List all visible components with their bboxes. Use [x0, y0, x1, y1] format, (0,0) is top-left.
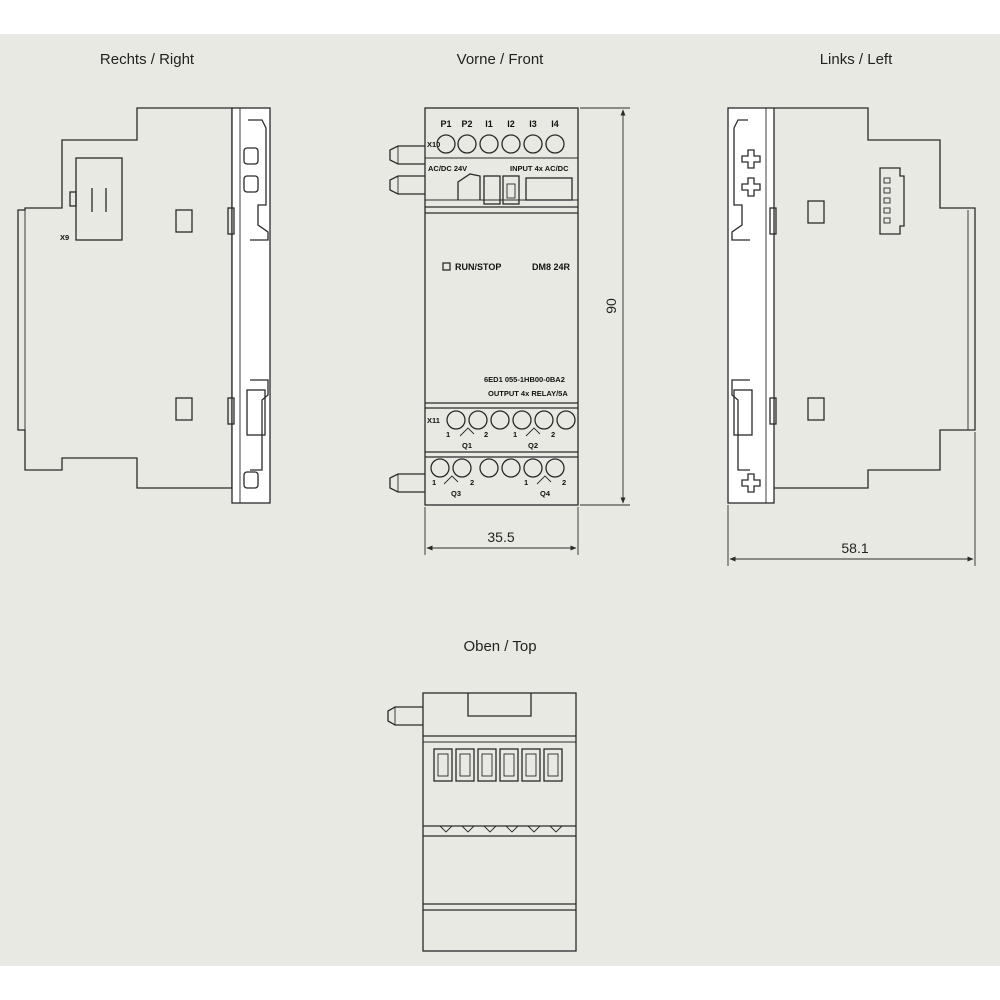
terminal-block — [433, 748, 453, 782]
top-housing — [422, 692, 577, 952]
model-label: DM8 24R — [532, 262, 571, 272]
plus-mark-icon — [741, 149, 761, 169]
front-view-title: Vorne / Front — [457, 51, 545, 68]
terminal-label-p2: P2 — [461, 119, 472, 129]
terminal-label-i2: I2 — [507, 119, 515, 129]
terminal-label-i4: I4 — [551, 119, 559, 129]
right-latch-lower — [175, 397, 193, 421]
left-side-view — [727, 107, 976, 504]
terminal-label-p1: P1 — [440, 119, 451, 129]
x10-label: X10 — [427, 140, 440, 149]
terminal-screw — [430, 458, 450, 478]
top-view-title: Oben / Top — [463, 638, 536, 655]
left-view-title: Links / Left — [820, 51, 893, 68]
q3-contact-1: 1 — [432, 478, 436, 487]
terminal-screw — [457, 134, 477, 154]
terminal-screw — [468, 410, 488, 430]
left-latch-upper — [807, 200, 825, 224]
q1-contact-2: 2 — [484, 430, 488, 439]
terminal-block — [543, 748, 563, 782]
terminal-screw — [545, 134, 565, 154]
terminal-screw — [479, 134, 499, 154]
x9-label: X9 — [60, 233, 69, 242]
terminal-block — [521, 748, 541, 782]
order-number: 6ED1 055-1HB00-0BA2 — [484, 375, 565, 384]
q2-contact-2: 2 — [551, 430, 555, 439]
q4-contact-1: 1 — [524, 478, 528, 487]
terminal-label-i1: I1 — [485, 119, 493, 129]
terminal-screw — [512, 410, 532, 430]
depth-value: 58.1 — [841, 540, 868, 556]
terminal-screw — [490, 410, 510, 430]
height-value: 90 — [603, 298, 619, 314]
supply-label: AC/DC 24V — [428, 164, 467, 173]
dimension-height: 90 — [580, 107, 630, 506]
terminal-screw — [545, 458, 565, 478]
terminal-screw — [523, 458, 543, 478]
x11-label: X11 — [427, 416, 440, 425]
q3-contact-2: 2 — [470, 478, 474, 487]
q4-contact-2: 2 — [562, 478, 566, 487]
q1-label: Q1 — [462, 441, 472, 450]
x9-connector — [75, 157, 123, 241]
terminal-screw — [446, 410, 466, 430]
terminal-screw — [452, 458, 472, 478]
dimension-front-width: 35.5 — [424, 507, 579, 555]
right-din-rail-clip — [231, 107, 271, 504]
q3-label: Q3 — [451, 489, 461, 498]
front-width-value: 35.5 — [487, 529, 514, 545]
left-din-rail-clip — [727, 107, 775, 504]
terminal-block — [455, 748, 475, 782]
input-label: INPUT 4x AC/DC — [510, 164, 569, 173]
q1-contact-1: 1 — [446, 430, 450, 439]
right-latch-upper — [175, 209, 193, 233]
plus-mark-icon — [741, 473, 761, 493]
right-side-view: X9 — [17, 107, 271, 504]
front-view: P1 P2 I1 I2 I3 I4 X10 AC/DC 24V INPUT 4x… — [389, 107, 579, 506]
right-view-title: Rechts / Right — [100, 51, 195, 68]
left-latch-lower — [807, 397, 825, 421]
terminal-label-i3: I3 — [529, 119, 537, 129]
q4-label: Q4 — [540, 489, 551, 498]
terminal-screw — [479, 458, 499, 478]
terminal-block — [499, 748, 519, 782]
run-stop-label: RUN/STOP — [455, 262, 501, 272]
plus-mark-icon — [741, 177, 761, 197]
left-bus-connector — [879, 167, 905, 235]
q2-label: Q2 — [528, 441, 538, 450]
terminal-screw — [501, 458, 521, 478]
terminal-screw — [501, 134, 521, 154]
terminal-screw — [534, 410, 554, 430]
dimension-depth: 58.1 — [727, 432, 976, 566]
front-housing — [424, 107, 579, 506]
run-stop-led-icon — [442, 262, 451, 271]
terminal-screw — [523, 134, 543, 154]
q2-contact-1: 1 — [513, 430, 517, 439]
terminal-screw — [436, 134, 456, 154]
terminal-screw — [556, 410, 576, 430]
terminal-block — [477, 748, 497, 782]
top-view — [387, 692, 577, 952]
output-label: OUTPUT 4x RELAY/5A — [488, 389, 568, 398]
